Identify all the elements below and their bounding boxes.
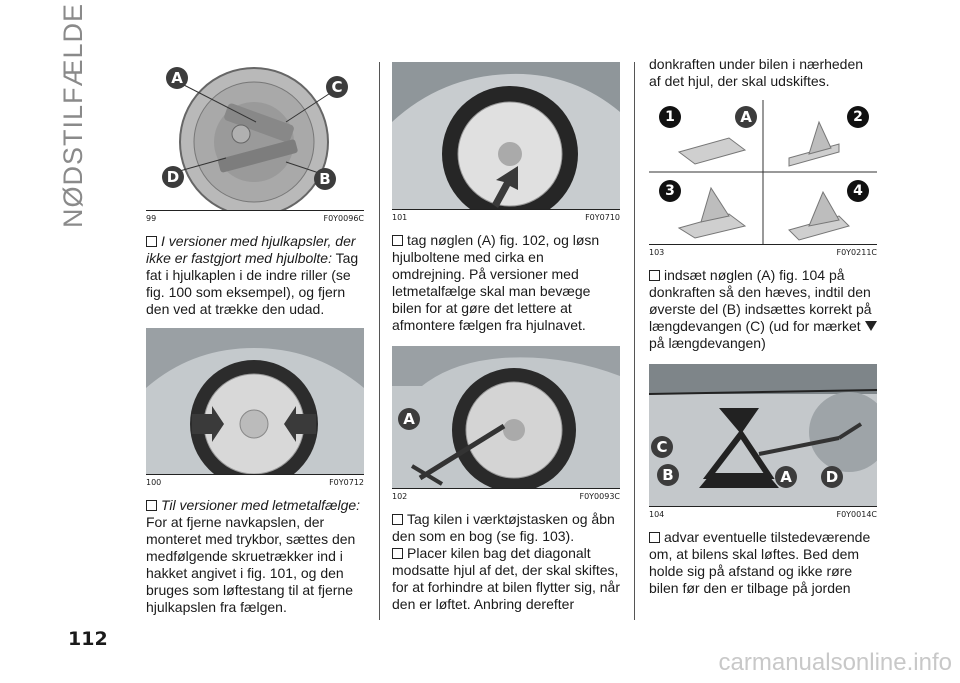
paragraph-hubcap: I versioner med hjulkapsler, der ikke er… bbox=[146, 233, 364, 318]
figure-caption: 103 F0Y0211C bbox=[649, 244, 877, 257]
checkbox-icon bbox=[392, 514, 403, 525]
figure-number: 102 bbox=[392, 492, 408, 501]
figure-caption: 101 F0Y0710 bbox=[392, 209, 620, 222]
paragraph-jack-position: donkraften under bilen i nærheden af det… bbox=[649, 56, 864, 89]
wedge-steps-illustration bbox=[649, 100, 877, 244]
figure-code: F0Y0211C bbox=[836, 248, 877, 257]
figure-code: F0Y0014C bbox=[836, 510, 877, 519]
watermark-footer: carmanualsonline.info bbox=[718, 649, 952, 676]
step-number: 4 bbox=[847, 180, 869, 202]
label-d: D bbox=[821, 466, 843, 488]
figure-code: F0Y0712 bbox=[329, 478, 364, 487]
checkbox-icon bbox=[392, 548, 403, 559]
paragraph-alloy-hubcap: Til versioner med letmetalfælge: For at … bbox=[146, 497, 364, 616]
figure-number: 103 bbox=[649, 248, 665, 257]
figure-wedge-steps: 1 A 2 3 4 bbox=[649, 100, 877, 244]
checkbox-icon bbox=[649, 270, 660, 281]
figure-spare-wheel-tools: A C D B bbox=[146, 62, 364, 210]
paragraph-text: indsæt nøglen (A) fig. 104 på donkraften… bbox=[649, 267, 872, 334]
figure-wrench-on-bolts: A bbox=[392, 346, 620, 488]
paragraph-wedge: Tag kilen i værktøjstasken og åbn den so… bbox=[392, 511, 620, 545]
column-divider bbox=[634, 62, 635, 620]
paragraph-text: advar eventuelle tilstedeværende om, at … bbox=[649, 529, 871, 596]
label-a: A bbox=[775, 466, 797, 488]
label-c: C bbox=[326, 76, 348, 98]
column-2: 101 F0Y0710 tag nøglen (A) fig. 102, og … bbox=[392, 62, 620, 613]
figure-number: 99 bbox=[146, 214, 157, 223]
paragraph-insert-key: indsæt nøglen (A) fig. 104 på donkraften… bbox=[649, 267, 877, 352]
figure-code: F0Y0096C bbox=[323, 214, 364, 223]
label-a: A bbox=[166, 67, 188, 89]
paragraph-loosen-bolts: tag nøglen (A) fig. 102, og løsn hjulbol… bbox=[392, 232, 620, 334]
step-number: 1 bbox=[659, 106, 681, 128]
paragraph-text: For at fjerne navkapslen, der monteret m… bbox=[146, 514, 356, 615]
label-b: B bbox=[657, 464, 679, 486]
spare-wheel-illustration bbox=[175, 67, 339, 210]
checkbox-icon bbox=[146, 500, 157, 511]
paragraph-text: på længdevangen) bbox=[649, 335, 766, 351]
paragraph-italic: I versioner med hjulkapsler, der ikke er… bbox=[146, 233, 356, 266]
paragraph-text: tag nøglen (A) fig. 102, og løsn hjulbol… bbox=[392, 232, 600, 333]
section-title: NØDSTILFÆLDE bbox=[58, 2, 88, 228]
paragraph-text: Tag kilen i værktøjstasken og åbn den so… bbox=[392, 511, 615, 544]
label-a: A bbox=[735, 106, 757, 128]
figure-caption: 100 F0Y0712 bbox=[146, 474, 364, 487]
paragraph-place-wedge: Placer kilen bag det diagonalt modsatte … bbox=[392, 545, 620, 613]
figure-caption: 99 F0Y0096C bbox=[146, 210, 364, 223]
hubcap-illustration bbox=[146, 328, 364, 474]
triangle-mark-icon bbox=[864, 321, 877, 331]
figure-number: 101 bbox=[392, 213, 408, 222]
page-number: 112 bbox=[68, 628, 108, 650]
paragraph-warn-bystanders: advar eventuelle tilstedeværende om, at … bbox=[649, 529, 877, 597]
wrench-illustration bbox=[392, 346, 620, 488]
paragraph-text: Tag fat i hjulkaplen i de indre riller (… bbox=[146, 250, 359, 317]
label-c: C bbox=[651, 436, 673, 458]
figure-hubcap-removal bbox=[146, 328, 364, 474]
figure-jack-under-car: C B A D bbox=[649, 364, 877, 506]
paragraph-italic: Til versioner med letmetalfælge: bbox=[161, 497, 361, 513]
figure-number: 104 bbox=[649, 510, 665, 519]
figure-code: F0Y0710 bbox=[585, 213, 620, 222]
step-number: 3 bbox=[659, 180, 681, 202]
figure-caption: 104 F0Y0014C bbox=[649, 506, 877, 519]
checkbox-icon bbox=[146, 236, 157, 247]
figure-alloy-wheel bbox=[392, 62, 620, 209]
figure-code: F0Y0093C bbox=[579, 492, 620, 501]
label-b: B bbox=[314, 168, 336, 190]
column-1: A C D B 99 F0Y0096C I versioner med hjul… bbox=[146, 62, 364, 616]
label-a: A bbox=[398, 408, 420, 430]
checkbox-icon bbox=[649, 532, 660, 543]
figure-number: 100 bbox=[146, 478, 162, 487]
checkbox-icon bbox=[392, 235, 403, 246]
paragraph-text: Placer kilen bag det diagonalt modsatte … bbox=[392, 545, 620, 612]
label-d: D bbox=[162, 166, 184, 188]
column-3: donkraften under bilen i nærheden af det… bbox=[649, 56, 877, 597]
step-number: 2 bbox=[847, 106, 869, 128]
alloy-wheel-illustration bbox=[392, 62, 620, 209]
figure-caption: 102 F0Y0093C bbox=[392, 488, 620, 501]
jack-illustration bbox=[649, 364, 877, 488]
column-divider bbox=[379, 62, 380, 620]
